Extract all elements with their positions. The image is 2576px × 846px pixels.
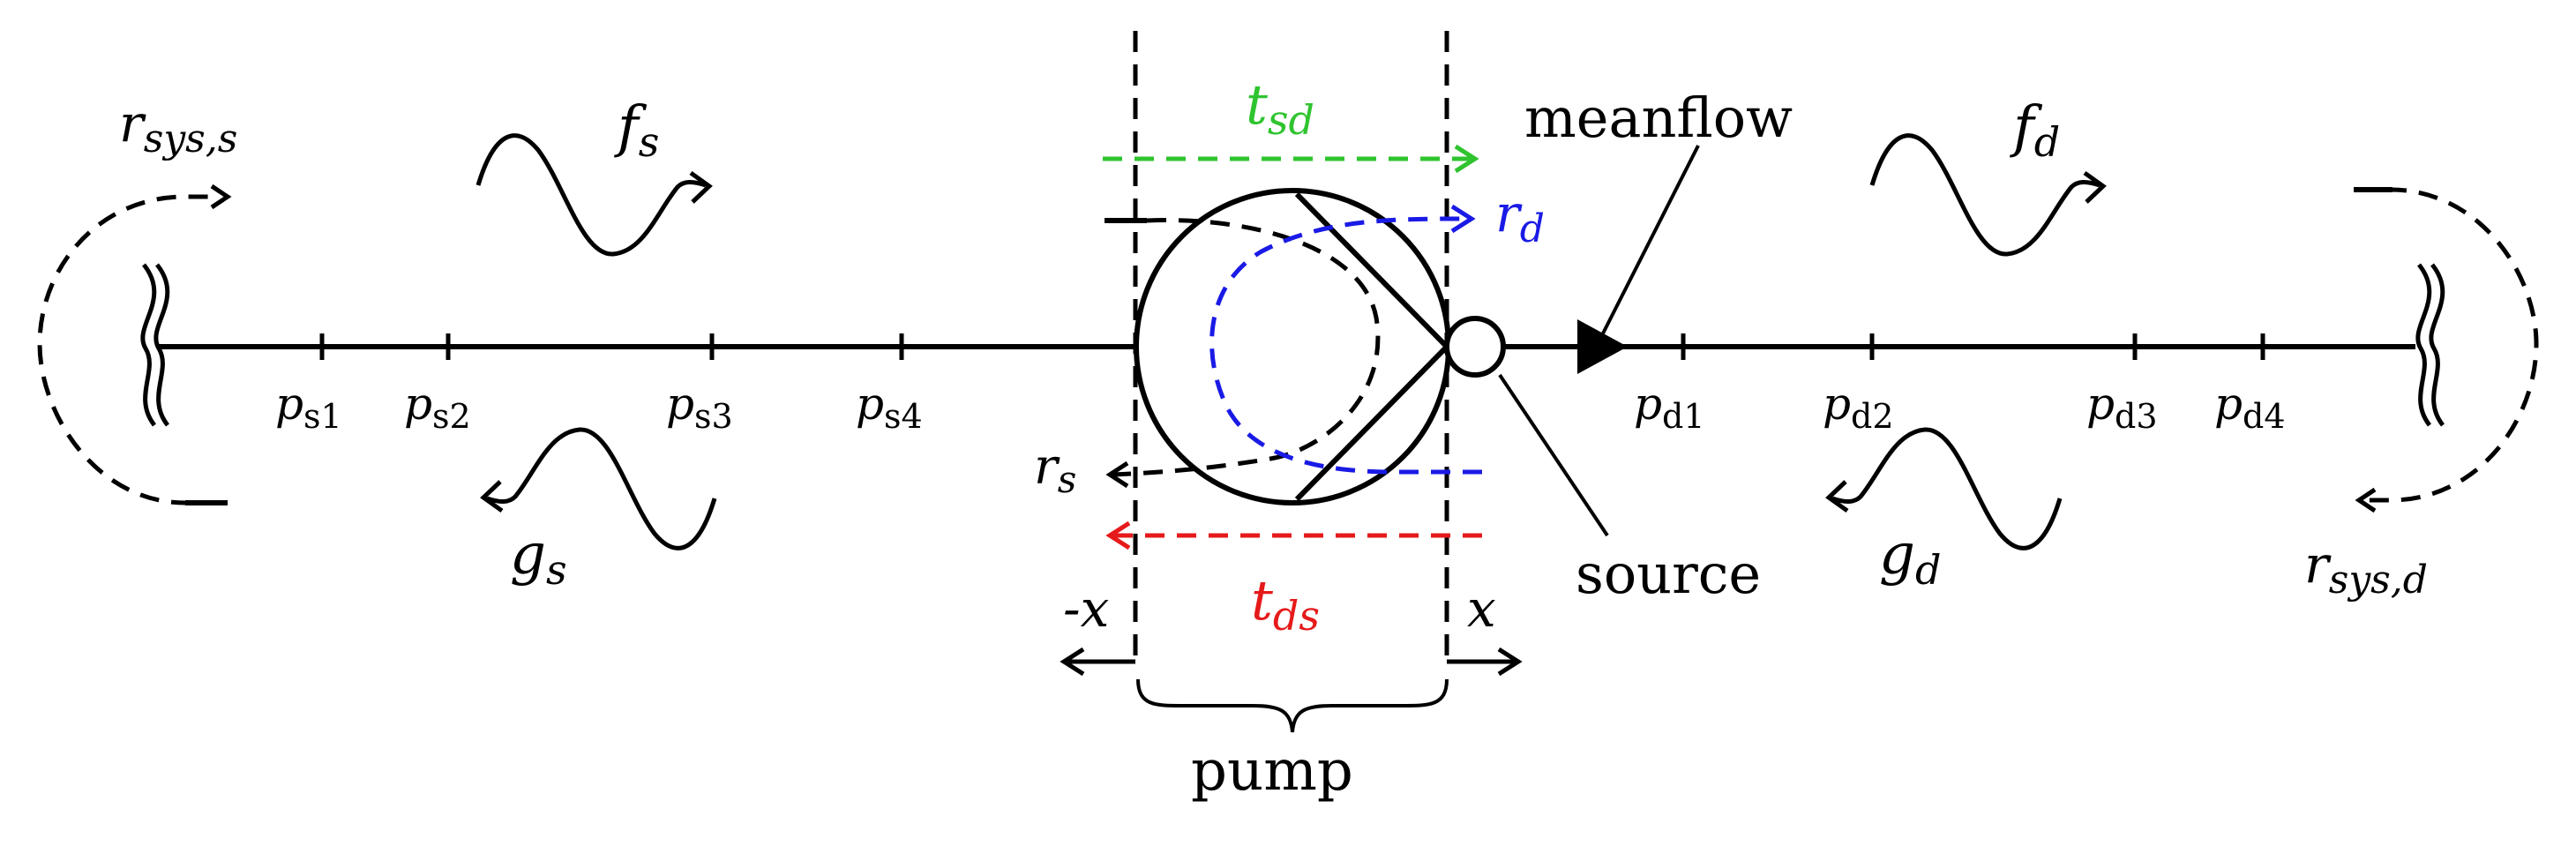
- suction-pipe-break: [140, 263, 170, 427]
- pump-impeller: [1294, 191, 1449, 502]
- meanflow-arrow: [1577, 319, 1628, 374]
- label-rs: rs: [1034, 438, 1076, 501]
- transmission-arrow-tsd: [1103, 144, 1479, 174]
- wave-label-gd: gd: [1879, 522, 1941, 594]
- pos-x-arrow: [1447, 647, 1523, 677]
- label-tsd: tsd: [1246, 72, 1314, 144]
- reflection-arrow-rd: [1209, 204, 1482, 475]
- discharge-pipe-break: [2415, 263, 2445, 427]
- neg-x-arrow: [1060, 647, 1135, 677]
- sensor-label-pd3: pd3: [2086, 378, 2158, 436]
- source-leader-line: [1498, 373, 1609, 537]
- label-rd: rd: [1495, 183, 1545, 251]
- label-neg-x: -x: [1063, 579, 1109, 639]
- transmission-arrow-tds: [1105, 520, 1482, 550]
- label-source: source: [1576, 542, 1761, 606]
- wave-label-fs: fs: [614, 94, 659, 166]
- wave-label-gs: gs: [510, 522, 567, 594]
- sensor-label-ps3: ps3: [666, 378, 733, 436]
- discharge-sensor-labels: pd1 pd2 pd3 pd4: [1634, 378, 2286, 436]
- suction-sensor-labels: ps1 ps2 ps3 ps4: [275, 378, 923, 436]
- label-pos-x: x: [1467, 579, 1496, 639]
- sensor-label-pd4: pd4: [2214, 378, 2286, 436]
- acoustic-source-marker: [1444, 316, 1506, 378]
- sensor-label-pd1: pd1: [1634, 378, 1705, 436]
- label-rsys-d: rsys,d: [2304, 535, 2428, 603]
- suction-system-reflection-arc: [37, 183, 232, 505]
- reflection-arrow-rs: [1105, 218, 1381, 489]
- wave-fd: [1869, 133, 2107, 257]
- wave-gs: [480, 427, 717, 550]
- sensor-label-ps1: ps1: [275, 378, 342, 436]
- pump-brace: [1136, 678, 1449, 733]
- meanflow-leader-line: [1601, 145, 1700, 334]
- wave-gd: [1825, 427, 2063, 550]
- discharge-system-reflection-arc: [2354, 187, 2539, 513]
- sensor-label-ps4: ps4: [856, 378, 923, 436]
- label-tds: tds: [1251, 568, 1320, 640]
- suction-sensor-ticks: [319, 333, 904, 360]
- sensor-label-ps2: ps2: [404, 378, 471, 436]
- wave-fs: [476, 133, 713, 257]
- label-meanflow: meanflow: [1524, 86, 1793, 150]
- sensor-label-pd2: pd2: [1823, 378, 1894, 436]
- label-pump: pump: [1191, 738, 1353, 804]
- discharge-sensor-ticks: [1681, 333, 2265, 360]
- label-rsys-s: rsys,s: [119, 94, 237, 161]
- wave-label-fd: fd: [2010, 94, 2060, 166]
